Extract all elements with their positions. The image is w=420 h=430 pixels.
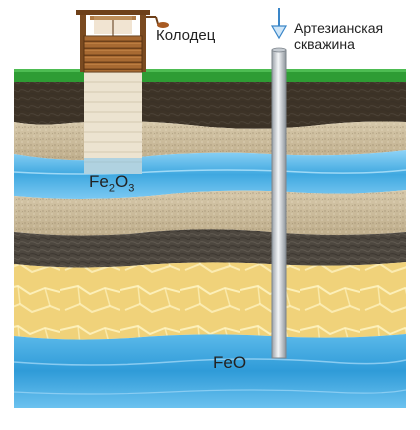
artesian-label-line1: Артезианская [294,20,384,36]
fe2o3-fe: Fe [89,172,109,191]
artesian-well-label: Артезианская скважина [294,20,383,52]
artesian-pipe [271,49,287,359]
well-label: Колодец [156,27,216,44]
well-crank-icon [146,16,169,28]
fe2o3-label: Fe2O3 [89,172,134,194]
feo-label: FeO [213,353,247,372]
lower-aquifer [14,334,406,408]
fe2o3-sub2: 3 [128,182,135,195]
artesian-label-line2: скважина [294,36,355,52]
well-house [76,10,150,73]
down-arrow-icon [270,8,288,40]
fe2o3-o: O [114,172,129,191]
fe2o3-sub1: 2 [108,182,115,195]
